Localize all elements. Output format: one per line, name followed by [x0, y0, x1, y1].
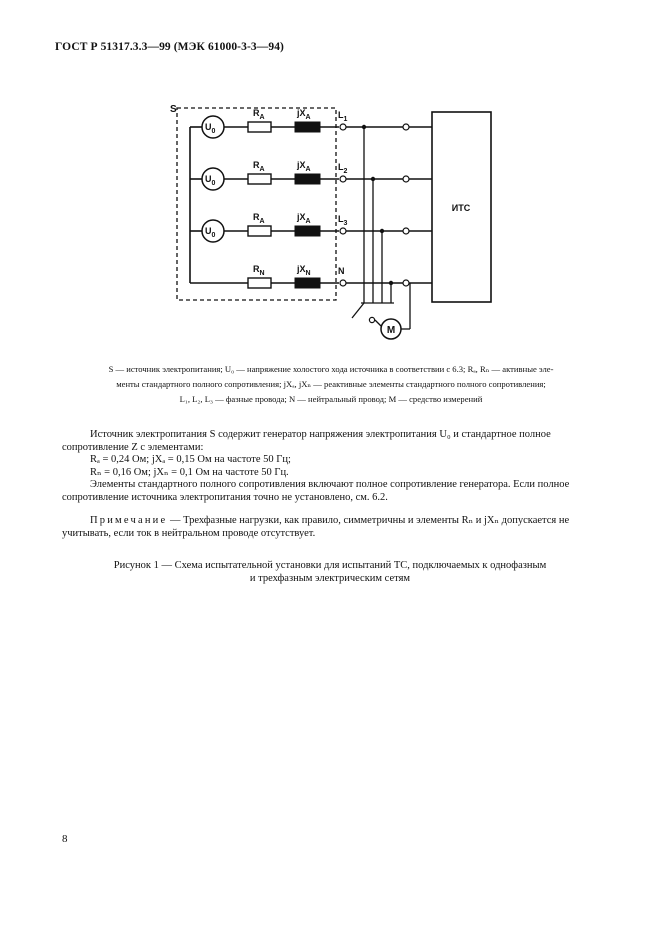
voltage-source-label-2: U0: [205, 174, 216, 187]
source-terminal-3: [339, 227, 347, 235]
reactor-label-2: jXA: [296, 160, 311, 173]
reactor-3: [294, 225, 321, 237]
eut-terminal-4: [402, 279, 410, 287]
resistor-2: [247, 173, 272, 185]
caption-line-2: и трехфазным электрическим сетям: [249, 573, 411, 584]
reactor-label-3: jXA: [296, 212, 311, 225]
eut-box: [431, 111, 492, 303]
resistor-label-2: RA: [253, 160, 265, 173]
paragraph-rn-xn: Rₙ = 0,16 Ом; jXₙ = 0,1 Ом на частоте 50…: [90, 466, 289, 478]
selector-contact: [368, 316, 376, 324]
eut-label: ИТС: [452, 203, 471, 213]
legend-line-1: S — источник электропитания; U₀ — напряж…: [108, 364, 554, 374]
figure-legend: S — источник электропитания; U₀ — напряж…: [66, 362, 596, 407]
eut-terminal-2: [402, 175, 410, 183]
paragraph-ra-xa: Rₐ = 0,24 Ом; jXₐ = 0,15 Ом на частоте 5…: [90, 454, 291, 466]
selector-arm: [351, 302, 365, 319]
source-terminal-1: [339, 123, 347, 131]
reactor-label-1: jXA: [296, 108, 311, 121]
legend-line-3: L₁, L₂, L₃ — фазные провода; N — нейтрал…: [179, 394, 483, 404]
line-label-2: L2: [338, 162, 348, 175]
eut-terminal-3: [402, 227, 410, 235]
figure-caption: Рисунок 1 — Схема испытательной установк…: [80, 559, 580, 585]
reactor-2: [294, 173, 321, 185]
resistor-label-1: RA: [253, 108, 265, 121]
note-label: Примечание: [90, 515, 168, 526]
source-box: [176, 107, 337, 301]
page-number: 8: [62, 833, 68, 845]
meter-label: M: [387, 325, 395, 336]
line-label-4: N: [338, 266, 345, 276]
voltage-source-label-3: U0: [205, 226, 216, 239]
note-text: — Трехфазные нагрузки, как правило, симм…: [62, 515, 570, 539]
caption-line-1: Рисунок 1 — Схема испытательной установк…: [113, 560, 547, 571]
note: Примечание — Трехфазные нагрузки, как пр…: [62, 515, 602, 540]
source-label: S: [170, 104, 177, 115]
legend-line-2: менты стандартного полного сопротивления…: [116, 379, 546, 389]
reactor-label-4: jXN: [296, 264, 311, 277]
body-text: Источник электропитания S содержит генер…: [62, 429, 602, 505]
source-terminal-4: [339, 279, 347, 287]
resistor-4: [247, 277, 272, 289]
line-label-3: L3: [338, 214, 348, 227]
resistor-label-3: RA: [253, 212, 265, 225]
voltage-source-label-1: U0: [205, 122, 216, 135]
eut-terminal-1: [402, 123, 410, 131]
resistor-1: [247, 121, 272, 133]
reactor-4: [294, 277, 321, 289]
reactor-1: [294, 121, 321, 133]
resistor-3: [247, 225, 272, 237]
resistor-label-4: RN: [253, 264, 265, 277]
source-terminal-2: [339, 175, 347, 183]
paragraph-source: Источник электропитания S содержит генер…: [62, 429, 551, 453]
document-header: ГОСТ Р 51317.3.3—99 (МЭК 61000-3-3—94): [55, 41, 284, 53]
paragraph-elements: Элементы стандартного полного сопротивле…: [62, 479, 570, 503]
line-label-1: L1: [338, 110, 348, 123]
